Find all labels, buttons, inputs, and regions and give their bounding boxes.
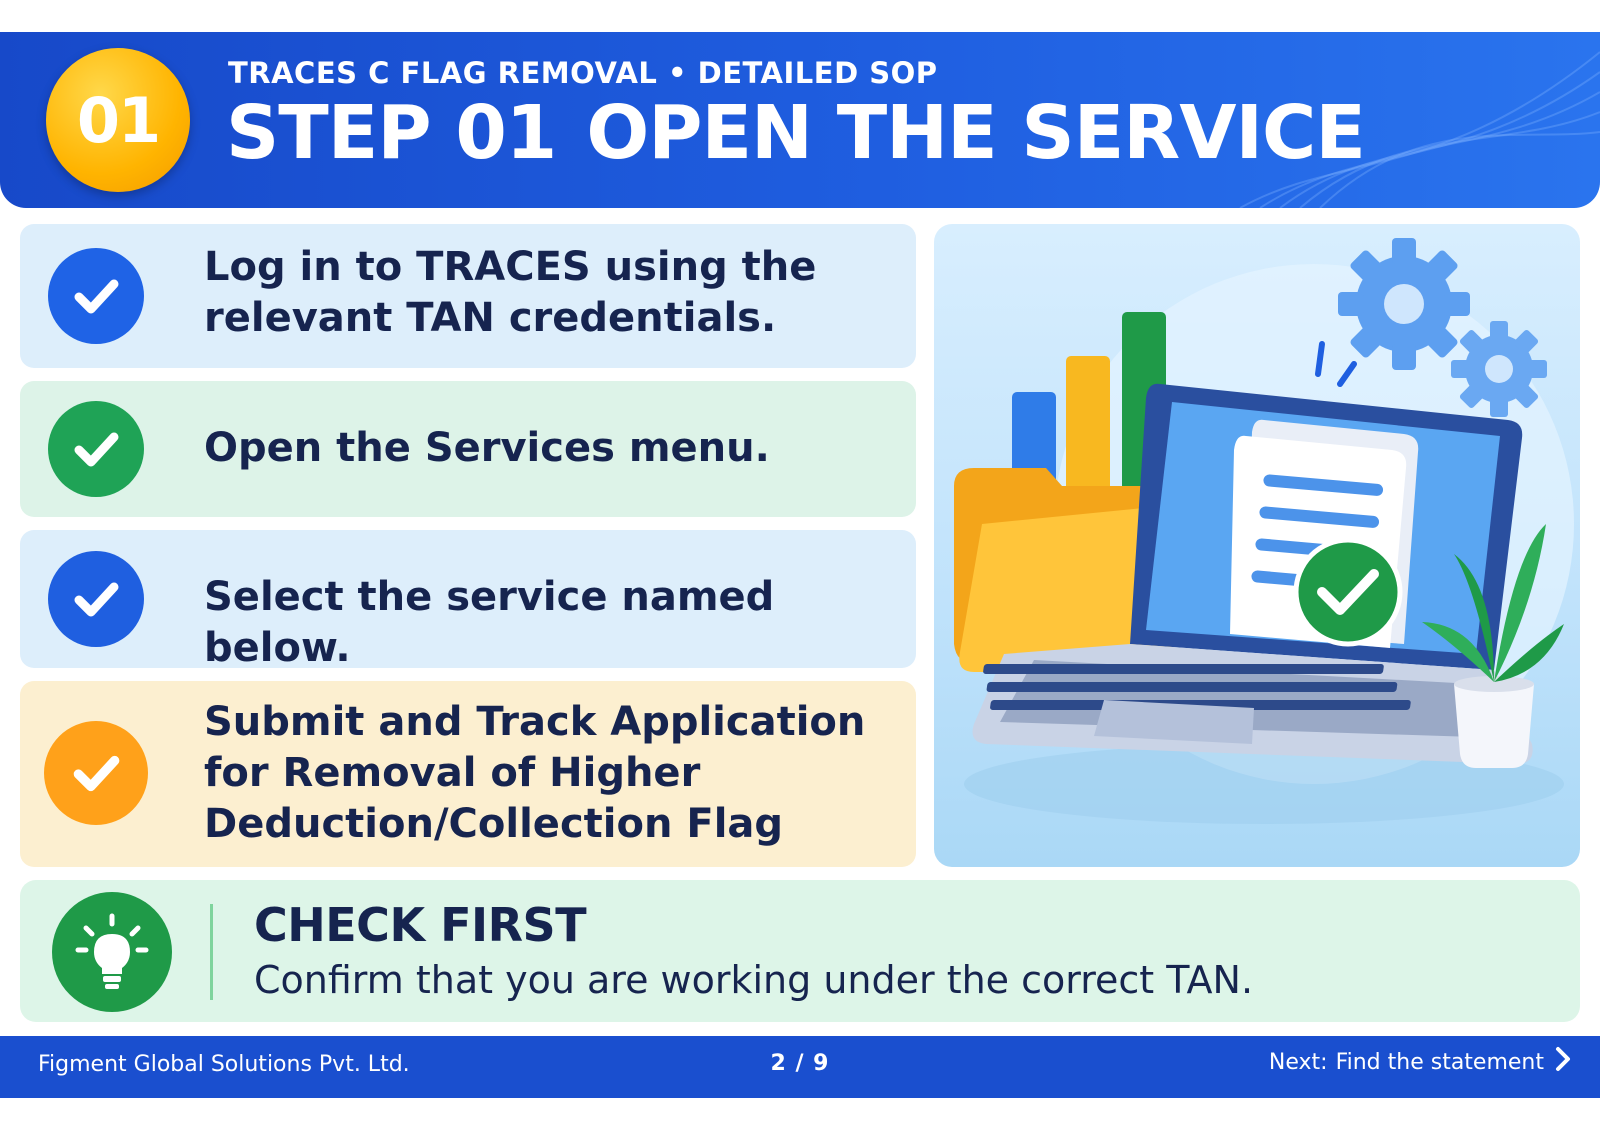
step-card-login: Log in to TRACES using the relevant TAN … [20,224,916,368]
check-circle-icon [48,401,144,497]
laptop-document-illustration [954,238,1574,824]
wave-decoration [1239,51,1600,208]
page-indicator: 2 / 9 [770,1051,830,1076]
check-circle-icon [44,721,148,825]
step-text: Open the Services menu. [204,425,770,471]
lightbulb-icon [52,892,172,1012]
step-number-badge: 01 [46,48,190,192]
company-name: Figment Global Solutions Pvt. Ltd. [38,1052,410,1077]
title-step: STEP 01 [226,90,557,176]
gear-icon-small [1451,321,1547,417]
check-circle-icon [48,248,144,344]
tip-body: Confirm that you are working under the c… [254,958,1254,1002]
step-text: Log in to TRACES using the relevant TAN … [204,244,817,341]
eyebrow-title: TRACES C FLAG REMOVAL • DETAILED SOP [228,56,938,90]
laptop-illustration [934,224,1580,867]
check-circle-icon [48,551,144,647]
step-card-select-service: Select the service named below. [20,530,916,671]
header-banner [0,32,1600,208]
tip-divider [210,904,213,1000]
step-card-service-name: Submit and Track Application for Removal… [20,681,916,867]
footer-bar: Figment Global Solutions Pvt. Ltd. 2 / 9… [0,1036,1600,1098]
step-text: Select the service named below. [204,574,775,671]
check-first-tip: CHECK FIRST Confirm that you are working… [20,880,1580,1022]
title-text: OPEN THE SERVICE [586,90,1366,176]
gear-icon [1338,238,1470,370]
service-name-text: Submit and Track Application for Removal… [204,699,866,847]
next-link[interactable]: Next: Find the statement [1269,1046,1572,1078]
chevron-right-icon [1554,1046,1572,1078]
next-label: Next: [1268,1049,1328,1075]
tip-title: CHECK FIRST [254,898,587,952]
next-text: Find the statement [1335,1049,1544,1075]
step-card-services-menu: Open the Services menu. [20,381,916,517]
